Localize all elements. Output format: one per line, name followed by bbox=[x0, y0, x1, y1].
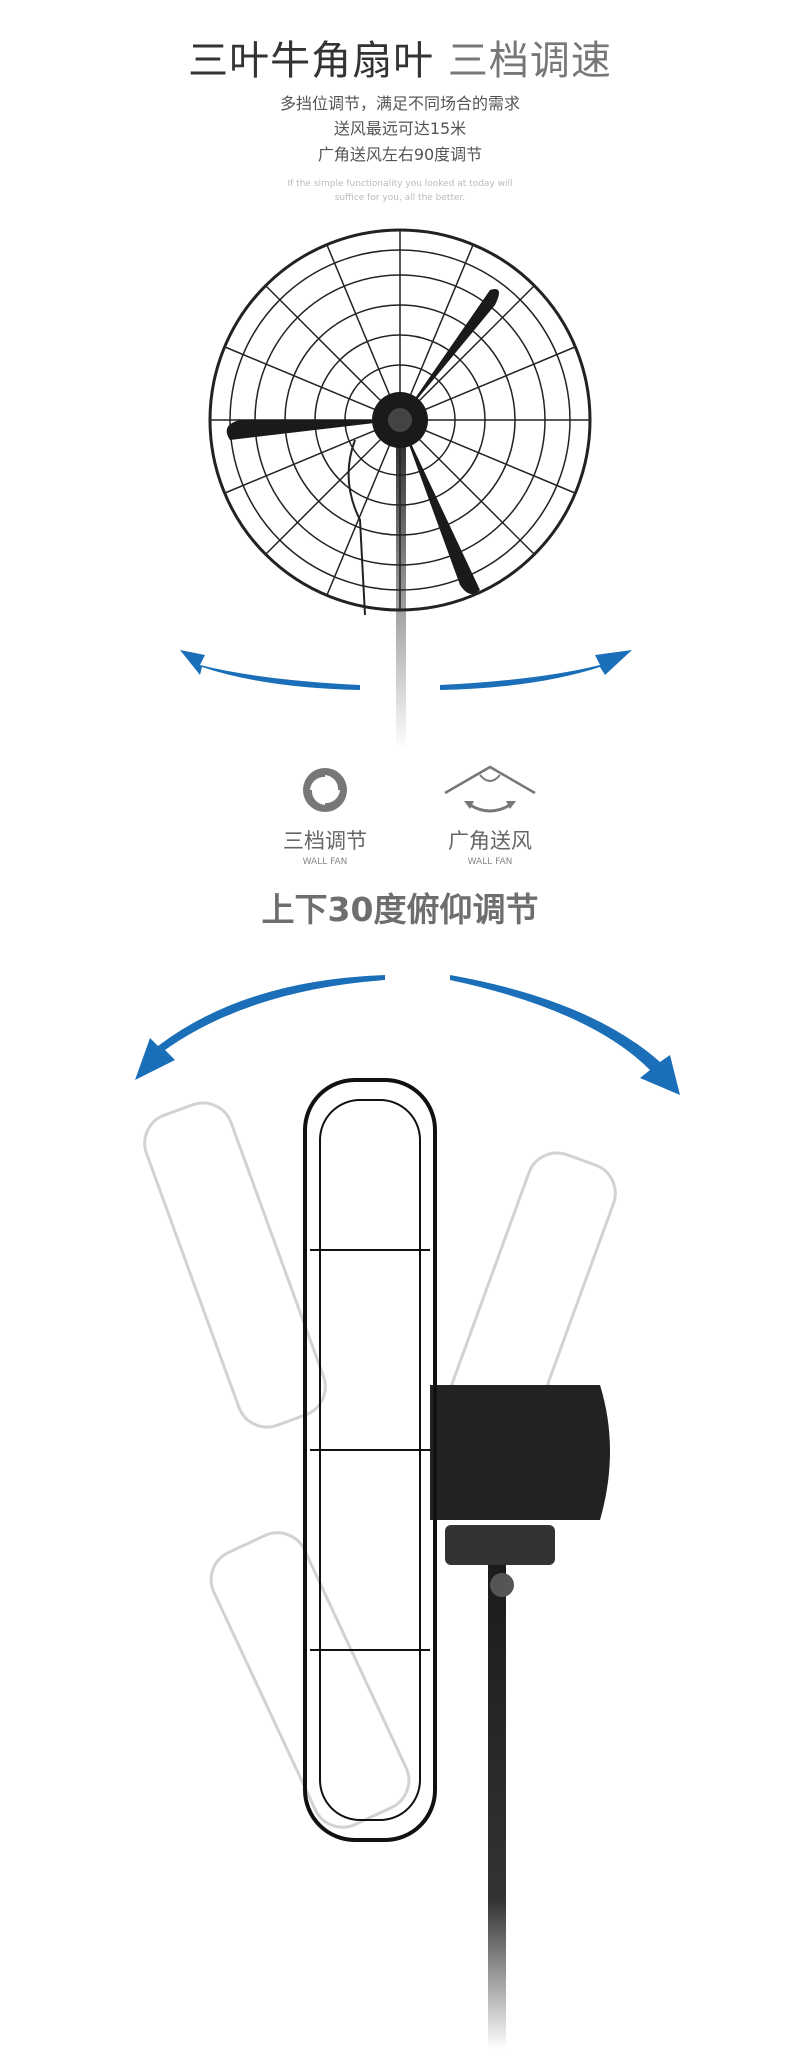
feature-speed: 三档调节 WALL FAN bbox=[255, 765, 395, 867]
side-fan-image bbox=[135, 975, 680, 2050]
swing-arrows bbox=[180, 650, 632, 690]
tilt-heading: 上下30度俯仰调节 bbox=[261, 890, 539, 929]
feature-label: 广角送风 bbox=[448, 829, 532, 853]
feature-label: 三档调节 bbox=[283, 829, 367, 853]
swirl-icon bbox=[303, 768, 347, 812]
page-title: 三叶牛角扇叶 三档调速 bbox=[0, 28, 800, 86]
front-fan-image bbox=[180, 228, 632, 750]
title-light: 三档调速 bbox=[447, 38, 612, 84]
subtitle-line: 多挡位调节，满足不同场合的需求 bbox=[279, 94, 520, 113]
feature-wide-angle: 广角送风 WALL FAN bbox=[420, 765, 560, 867]
english-caption: If the simple functionality you looked a… bbox=[287, 179, 513, 189]
subtitle-line: 广角送风左右90度调节 bbox=[317, 145, 483, 164]
english-caption: suffice for you, all the better. bbox=[334, 193, 466, 203]
subtitle-line: 送风最远可达15米 bbox=[333, 119, 467, 138]
tilt-arrows bbox=[135, 975, 680, 1095]
wide-angle-icon bbox=[444, 765, 536, 813]
feature-sub: WALL FAN bbox=[302, 857, 348, 867]
title-bold: 三叶牛角扇叶 bbox=[188, 38, 435, 84]
feature-sub: WALL FAN bbox=[467, 857, 513, 867]
